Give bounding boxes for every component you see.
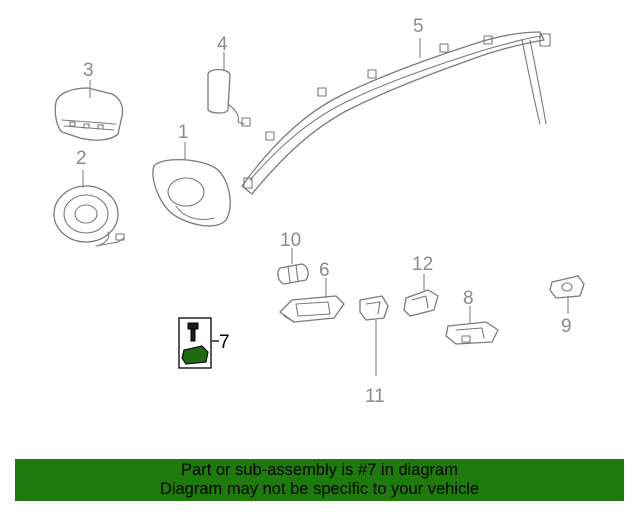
callout-11[interactable]: 11: [365, 386, 385, 407]
part-3-passenger-airbag[interactable]: [54, 87, 124, 141]
part-10-connector[interactable]: [277, 263, 309, 285]
part-4-airbag-inflator[interactable]: [207, 68, 251, 127]
part-2-spiral-cable[interactable]: [53, 185, 125, 247]
part-6-sensor-bracket[interactable]: [279, 295, 345, 323]
part-8-impact-sensor[interactable]: [445, 321, 499, 345]
callout-10[interactable]: 10: [280, 230, 301, 251]
part-1-driver-airbag[interactable]: [152, 158, 231, 227]
callout-6[interactable]: 6: [319, 260, 330, 281]
fitment-notice-banner: Part or sub-assembly is #7 in diagram Di…: [15, 459, 624, 501]
part-11-side-sensor[interactable]: [359, 295, 389, 321]
part-9-side-sensor[interactable]: [549, 275, 585, 299]
callout-8[interactable]: 8: [463, 288, 474, 309]
callout-5[interactable]: 5: [413, 16, 424, 37]
part-12-front-sensor[interactable]: [403, 289, 439, 317]
parts-diagram: 3 2 4 1 5: [53, 16, 585, 407]
part-7-bolt-and-sensor[interactable]: [178, 317, 212, 369]
callout-4[interactable]: 4: [217, 34, 228, 55]
part-5-curtain-airbag[interactable]: [241, 31, 551, 195]
callout-7[interactable]: 7: [219, 332, 230, 353]
callout-9[interactable]: 9: [561, 316, 572, 337]
callout-1[interactable]: 1: [178, 122, 189, 143]
callout-3[interactable]: 3: [83, 60, 94, 81]
callout-2[interactable]: 2: [76, 148, 87, 169]
banner-line-disclaimer: Diagram may not be specific to your vehi…: [159, 480, 480, 498]
banner-line-part: Part or sub-assembly is #7 in diagram: [181, 461, 458, 479]
callout-12[interactable]: 12: [412, 254, 433, 275]
